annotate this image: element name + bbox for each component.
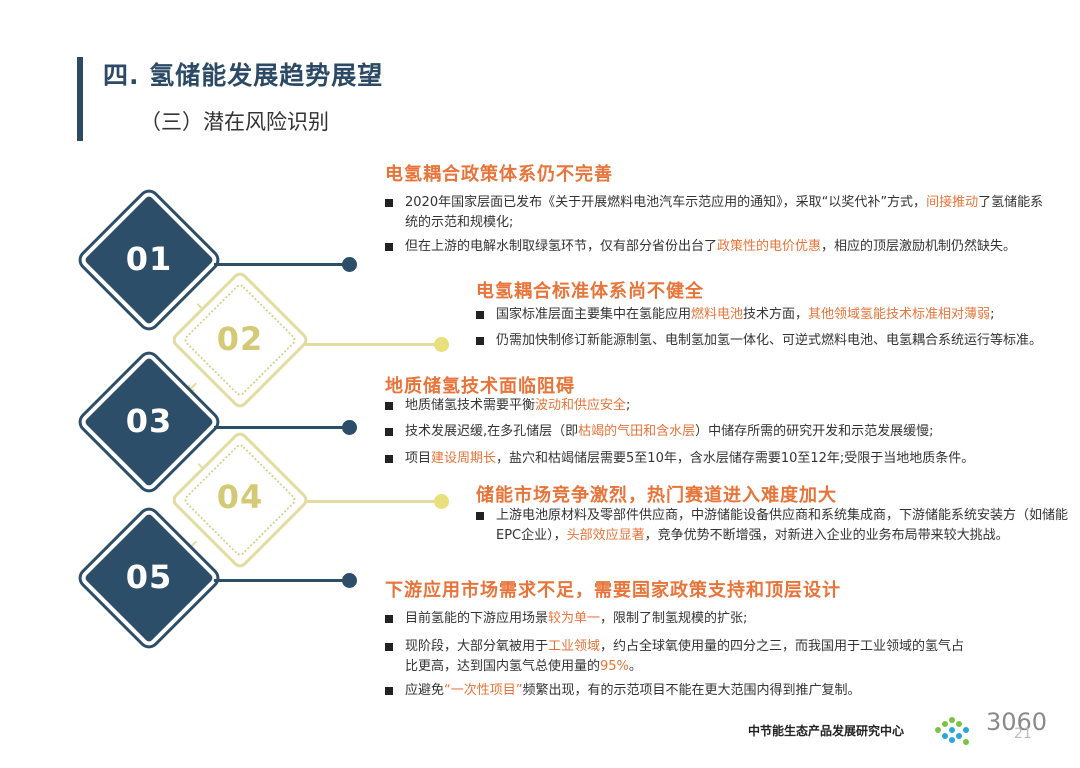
step-01-connector: [214, 263, 348, 266]
body-text: ;: [626, 398, 631, 413]
step-05-connector: [214, 579, 348, 582]
section-05-bullet: 现阶段，大部分氧被用于工业领域，约占全球氧使用量的四分之三，而我国用于工业领域的…: [385, 637, 965, 677]
section-03-bullet: 技术发展迟缓,在多孔储层（即枯竭的气田和含水层）中储存所需的研究开发和示范发展缓…: [385, 422, 1050, 442]
step-05-number: 05: [125, 558, 173, 596]
highlight-text: 其他领域氢能技术标准相对薄弱: [808, 307, 991, 322]
section-03-bullet: 地质储氢技术需要平衡波动和供应安全;: [385, 396, 1050, 416]
bullet-square-icon: [385, 199, 393, 207]
section-05-title: 下游应用市场需求不足，需要国家政策支持和顶层设计: [385, 580, 841, 601]
highlight-text: 燃料电池: [691, 307, 744, 322]
bullet-square-icon: [385, 402, 393, 410]
org-logo-icon: [935, 717, 969, 745]
section-02-bullet: 仍需加快制修订新能源制氢、电制氢加氢一体化、可逆式燃料电池、电氢耦合系统运行等标…: [476, 331, 1066, 351]
bullet-square-icon: [385, 615, 393, 623]
step-02-dot: [434, 337, 449, 352]
step-01-dot: [342, 257, 357, 272]
body-text: 2020年国家层面已发布《关于开展燃料电池汽车示范应用的通知》，采取“以奖代补”…: [405, 195, 927, 210]
bullet-square-icon: [476, 311, 484, 319]
body-text: ;: [990, 307, 995, 322]
body-text: 现阶段，大部分氧被用于: [405, 639, 549, 654]
section-04-bullet: 上游电池原材料及零部件供应商，中游储能设备供应商和系统集成商，下游储能系统安装方…: [476, 506, 1071, 546]
highlight-text: 间接推动: [926, 195, 979, 210]
page-subtitle: （三）潜在风险识别: [140, 110, 329, 134]
step-03-connector: [214, 426, 348, 429]
step-05-dot: [342, 573, 357, 588]
step-03-dot: [342, 420, 357, 435]
highlight-text: 较为单一: [548, 611, 601, 626]
section-05-bullet: 目前氢能的下游应用场景较为单一，限制了制氢规模的扩张;: [385, 609, 1050, 629]
step-04-connector: [305, 500, 438, 503]
body-text: 目前氢能的下游应用场景: [405, 611, 549, 626]
bullet-square-icon: [476, 512, 484, 520]
bullet-square-icon: [385, 243, 393, 251]
page-title: 四. 氢储能发展趋势展望: [103, 61, 384, 90]
body-text: 技术方面，: [743, 307, 809, 322]
section-01-bullet: 但在上游的电解水制取绿氢环节，仅有部分省份出台了政策性的电价优惠，相应的顶层激励…: [385, 237, 1050, 257]
step-02-connector: [305, 343, 438, 346]
step-03-number: 03: [125, 402, 173, 440]
body-text: 应避免: [405, 683, 445, 698]
highlight-text: 头部效应显著: [566, 528, 645, 543]
bullet-square-icon: [385, 687, 393, 695]
step-02-number: 02: [216, 320, 264, 358]
highlight-text: 波动和供应安全: [535, 398, 627, 413]
body-text: 项目: [405, 451, 432, 466]
body-text: 但在上游的电解水制取绿氢环节，仅有部分省份出台了: [405, 239, 718, 254]
body-text: 地质储氢技术需要平衡: [405, 398, 536, 413]
body-text: 了氢储能系统的示范和规模化;: [405, 195, 1044, 230]
step-04-number: 04: [216, 478, 264, 516]
body-text: 上游电池原材料及零部件供应商，中游储能设备供应商和系统集成商，下游储能系统安装方…: [496, 508, 1069, 543]
body-text: 仍需加快制修订新能源制氢、电制氢加氢一体化、可逆式燃料电池、电氢耦合系统运行等标…: [496, 333, 1043, 348]
bullet-square-icon: [385, 643, 393, 651]
footer-org-name: 中节能生态产品发展研究中心: [748, 724, 905, 738]
body-text: ，盐穴和枯竭储层需要5至10年，含水层储存需要10至12年;受限于当地地质条件。: [496, 451, 975, 466]
highlight-text: 工业领域: [548, 639, 601, 654]
bullet-square-icon: [385, 428, 393, 436]
highlight-text: 枯竭的气田和含水层: [578, 424, 696, 439]
section-02-title: 电氢耦合标准体系尚不健全: [476, 281, 704, 302]
title-accent-bar: [77, 57, 83, 141]
bullet-square-icon: [385, 455, 393, 463]
bullet-square-icon: [476, 337, 484, 345]
body-text: 国家标准层面主要集中在氢能应用: [496, 307, 692, 322]
highlight-text: 95%: [600, 659, 629, 674]
section-01-title: 电氢耦合政策体系仍不完善: [385, 164, 613, 185]
section-05-bullet: 应避免“一次性项目”频繁出现，有的示范项目不能在更大范围内得到推广复制。: [385, 681, 1050, 701]
section-01-bullet: 2020年国家层面已发布《关于开展燃料电池汽车示范应用的通知》，采取“以奖代补”…: [385, 193, 1050, 233]
body-text: 技术发展迟缓,在多孔储层（即: [405, 424, 579, 439]
body-text: 频繁出现，有的示范项目不能在更大范围内得到推广复制。: [522, 683, 861, 698]
watermark-text: 3060: [986, 708, 1048, 736]
highlight-text: 建设周期长: [431, 451, 497, 466]
section-03-title: 地质储氢技术面临阻碍: [385, 376, 575, 397]
highlight-text: 政策性的电价优惠: [717, 239, 822, 254]
highlight-text: “一次性项目”: [444, 683, 523, 698]
body-text: ，相应的顶层激励机制仍然缺失。: [821, 239, 1017, 254]
section-02-bullet: 国家标准层面主要集中在氢能应用燃料电池技术方面，其他领域氢能技术标准相对薄弱;: [476, 305, 1066, 325]
section-03-bullet: 项目建设周期长，盐穴和枯竭储层需要5至10年，含水层储存需要10至12年;受限于…: [385, 449, 1065, 469]
body-text: ，约占全球氧使用量的四分之三，而我国用于工业领域的氢气占比更高，达到国内氢气总使…: [405, 639, 965, 674]
body-text: ，竞争优势不断增强，对新进入企业的业务布局带来较大挑战。: [644, 528, 1009, 543]
body-text: ，限制了制氢规模的扩张;: [600, 611, 748, 626]
step-04-dot: [434, 494, 449, 509]
section-04-title: 储能市场竞争激烈，热门赛道进入难度加大: [476, 485, 837, 506]
step-01-number: 01: [125, 240, 173, 278]
body-text: ）中储存所需的研究开发和示范发展缓慢;: [695, 424, 934, 439]
page-number: 21: [1014, 726, 1032, 742]
body-text: 。: [628, 659, 642, 674]
